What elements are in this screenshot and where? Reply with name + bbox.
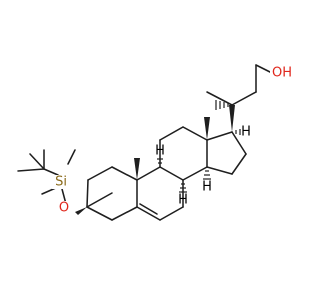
- alcohol-label: OH: [272, 66, 292, 81]
- bond: [136, 206, 161, 221]
- bond: [86, 179, 89, 208]
- bond: [182, 126, 208, 141]
- skeleton-bonds: [17, 64, 273, 221]
- structure-canvas: H H H H O Si OH: [17, 64, 294, 221]
- bond: [255, 64, 273, 74]
- bond: [136, 166, 161, 181]
- stereo-h-labels: H H H H: [155, 125, 251, 208]
- bond: [231, 131, 247, 155]
- double-bond-line: [139, 203, 158, 215]
- bond: [206, 91, 233, 106]
- stereo-h-label: H: [241, 125, 251, 140]
- bond: [17, 168, 45, 172]
- bond: [182, 166, 208, 181]
- ether-oxygen-label: O: [59, 201, 69, 216]
- wedge-bond: [75, 207, 87, 215]
- molecule-drawing: H H H H O Si OH: [17, 64, 294, 221]
- silicon-label: Si: [55, 175, 67, 190]
- stereo-h-label: H: [202, 180, 212, 195]
- atom-labels: O Si OH: [52, 66, 294, 216]
- bond: [111, 206, 138, 221]
- bond: [159, 206, 184, 221]
- bond: [67, 149, 76, 165]
- hash-bonds: [157, 100, 241, 193]
- bond: [231, 91, 257, 106]
- bond: [206, 166, 233, 175]
- bond: [206, 131, 233, 141]
- bond: [87, 166, 113, 181]
- stereo-h-label: H: [155, 144, 165, 159]
- bond: [86, 206, 113, 221]
- stereo-h-label: H: [178, 193, 188, 208]
- bond: [111, 166, 138, 181]
- bond: [231, 153, 247, 175]
- wedge-bond: [134, 158, 140, 180]
- bond: [159, 166, 184, 181]
- bond: [43, 168, 59, 176]
- bond: [86, 192, 113, 208]
- bond: [159, 126, 184, 141]
- wedge-bond: [204, 117, 210, 140]
- bond: [29, 153, 45, 170]
- wedge-bond: [229, 105, 235, 132]
- wedge-bonds: [75, 105, 235, 215]
